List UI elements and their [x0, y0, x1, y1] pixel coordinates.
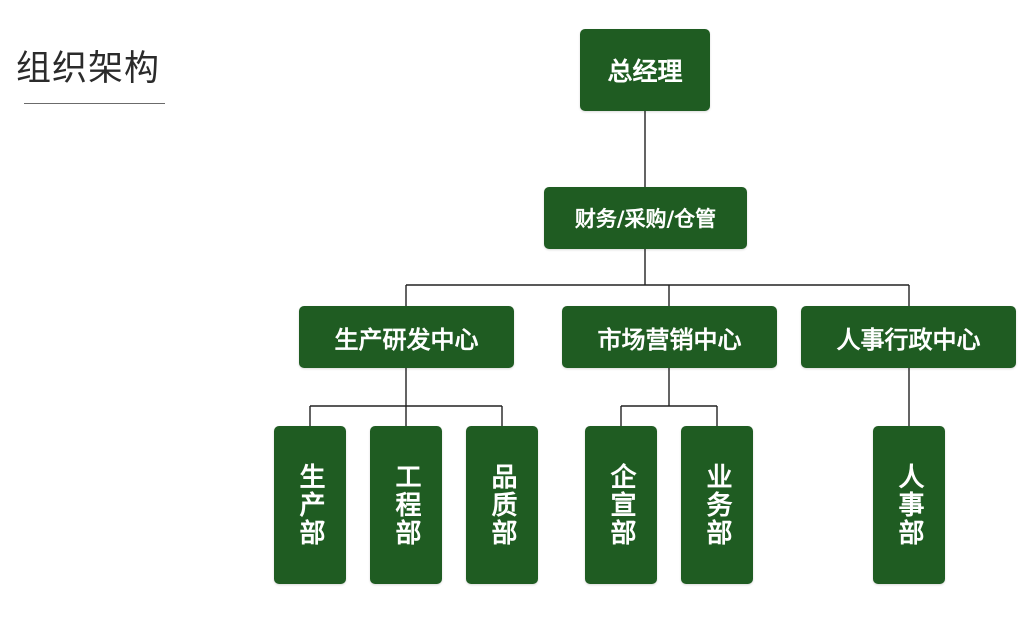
- box-center-hr-admin: 人事行政中心: [801, 306, 1016, 368]
- box-dept-engineering: 工程部: [370, 426, 442, 584]
- title-underline: [24, 103, 165, 104]
- box-dept-quality: 品质部: [466, 426, 538, 584]
- box-dept-publicity: 企宣部: [585, 426, 657, 584]
- box-general-manager: 总经理: [580, 29, 710, 111]
- box-dept-hr: 人事部: [873, 426, 945, 584]
- box-center-production-rd: 生产研发中心: [299, 306, 514, 368]
- box-center-marketing: 市场营销中心: [562, 306, 777, 368]
- box-dept-production: 生产部: [274, 426, 346, 584]
- page-title: 组织架构: [16, 49, 161, 89]
- box-finance-purchasing-warehouse: 财务/采购/仓管: [544, 187, 747, 249]
- box-dept-business: 业务部: [681, 426, 753, 584]
